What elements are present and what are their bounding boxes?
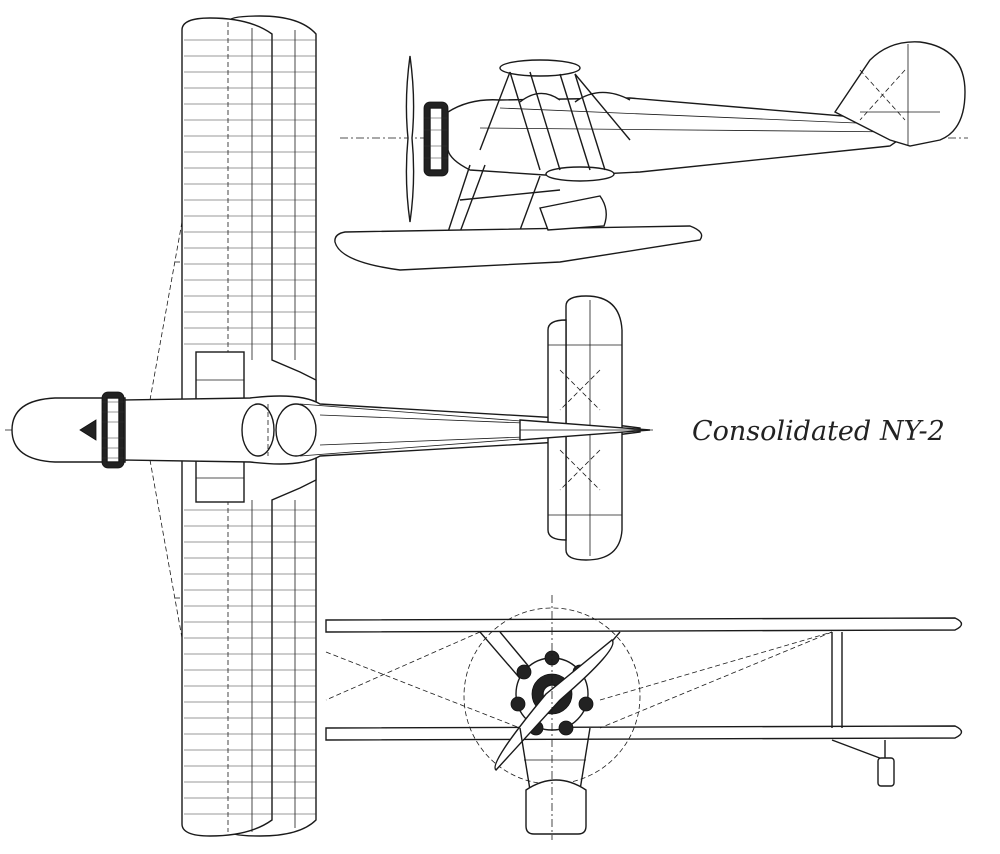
caption-manufacturer: Consolidated: [692, 416, 871, 447]
front-lower-wing: [325, 725, 963, 741]
front-propeller: [494, 639, 614, 771]
side-propeller: [405, 55, 415, 223]
side-view: [334, 41, 968, 271]
front-upper-wing: [325, 617, 963, 633]
side-engine: [423, 101, 449, 177]
side-fuselage: [447, 97, 912, 177]
plan-engine: [79, 391, 125, 469]
front-view: [325, 595, 963, 840]
plan-float: [11, 397, 126, 463]
side-lower-wing: [545, 166, 615, 182]
side-upper-wing: [499, 59, 581, 77]
side-fin: [833, 41, 966, 147]
front-wingtip-float: [877, 757, 895, 787]
plan-upper-wing: [227, 15, 317, 837]
caption-model: NY-2: [879, 416, 945, 447]
side-float: [334, 225, 703, 271]
front-float: [525, 779, 587, 835]
plan-view: [5, 15, 655, 837]
